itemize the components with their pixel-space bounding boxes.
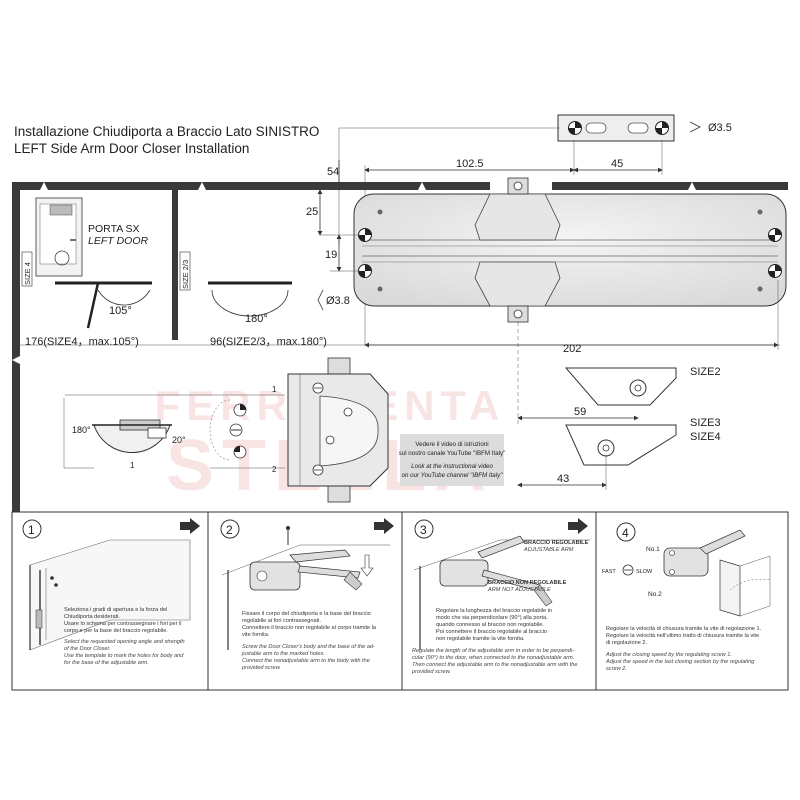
- angle-180: 180°: [245, 313, 268, 325]
- step-2-en-4: provided screw.: [241, 665, 281, 671]
- dim-19: 19: [325, 249, 337, 261]
- caption-size23: 96(SIZE2/3，max.180°): [210, 336, 327, 348]
- closer-end-view: [287, 357, 389, 503]
- step-2-en-3: Connect the nonadjustable arm to the bod…: [242, 658, 370, 664]
- step-3-en-4: provided screw.: [411, 669, 451, 675]
- step-4-it-3: di regolazione 2.: [606, 640, 647, 646]
- step-1-en-2: of the Door Closer.: [64, 646, 111, 652]
- step-3-adj-en: ADJUSTABLE ARM: [523, 547, 574, 553]
- title-italian: Installazione Chiudiporta a Braccio Lato…: [14, 124, 319, 139]
- step-1-en-1: Select the requested opening angle and s…: [64, 639, 185, 645]
- dim-43: 43: [557, 473, 569, 485]
- step-3-adj-it: BRACCIO REGOLABILE: [524, 540, 589, 546]
- step-4-it-1: Regolare la velocità di chiusura tramite…: [606, 626, 762, 632]
- door-label-it: PORTA SX: [88, 223, 140, 235]
- dim-202: 202: [563, 343, 581, 355]
- reg-angle-20: 20°: [172, 435, 186, 445]
- reg-mark-1: 1: [130, 461, 135, 470]
- top-template-strip: Ø3.5 45: [339, 114, 732, 175]
- step-3-number: 3: [420, 523, 427, 537]
- step-1-it-2: Chiudiporta desiderati.: [64, 614, 120, 620]
- step-3-it-1: Regolare la lunghezza del braccio regola…: [436, 608, 552, 614]
- dim-25: 25: [306, 206, 318, 218]
- bracket-size3-label: SIZE3: [690, 417, 721, 429]
- dim-59: 59: [574, 406, 586, 418]
- step-1-en-3: Use the template to mark the holes for b…: [64, 653, 184, 659]
- wall-frame: [12, 182, 788, 512]
- step-1-number: 1: [28, 523, 35, 537]
- step-3-nonadj-it: BRACCIO NON REGOLABILE: [488, 580, 567, 586]
- title-english: LEFT Side Arm Door Closer Installation: [14, 141, 249, 156]
- step-4-en-2: Adjust the speed in the last closing sec…: [605, 659, 755, 665]
- dim-45: 45: [611, 158, 623, 170]
- video-note-line1: Vedere il video di istruzioni: [415, 441, 488, 448]
- step-4: 4 No.1 No.2 FAST SLOW Regolare la veloci…: [602, 522, 771, 672]
- step-4-en-1: Adjust the closing speed by the regulati…: [605, 652, 732, 658]
- bracket-size2-label: SIZE2: [690, 366, 721, 378]
- video-note-line3: Look at the instructional video: [411, 463, 493, 470]
- hole-diameter-side: Ø3.8: [326, 295, 350, 307]
- step-3-en-1: Regulate the length of the adjustable ar…: [412, 648, 574, 654]
- left-door-figure: PORTA SX LEFT DOOR: [35, 197, 149, 277]
- step-3-it-2: modo che sia perpendicolare (90°) alla p…: [436, 615, 548, 621]
- size23-tag-text: SIZE 2/3: [181, 260, 190, 289]
- size4-tag-text: SIZE 4: [23, 262, 32, 285]
- step-2-en-1: Screw the Door Closer's body and the bas…: [242, 644, 375, 650]
- step-1-it-4: corpo e per la base del braccio regolabi…: [64, 628, 168, 634]
- step-4-it-2: Regolare la velocità nell'ultimo tratto …: [606, 633, 759, 639]
- step-3-nonadj-en: ARM NOT ADJUSTABLE: [487, 587, 551, 593]
- bracket-size4-label: SIZE4: [690, 431, 721, 443]
- closer-body-template: [353, 177, 787, 323]
- step-2-it-3: Connettere il braccio non regolabile al …: [242, 625, 377, 631]
- step-2: 2 Fissare il corpo del chiudiporta e la …: [220, 518, 394, 671]
- video-note-line2: sul nostro canale YouTube "IBFM Italy": [399, 450, 506, 457]
- reg-screw-2: 2: [272, 465, 277, 474]
- door-opening-180: 180° 96(SIZE2/3，max.180°): [208, 281, 327, 348]
- door-opening-105: 105° 176(SIZE4，max.105°): [25, 281, 152, 348]
- door-label-en: LEFT DOOR: [88, 235, 149, 247]
- step-1-it-1: Seleziona i gradi di apertura e la forza…: [64, 607, 167, 613]
- video-note-line4: on our YouTube channel "IBFM Italy": [402, 472, 504, 479]
- step-4-number: 4: [622, 526, 629, 540]
- step-1: 1 Seleziona i gradi di apertura e la for…: [22, 518, 200, 666]
- caption-size4: 176(SIZE4，max.105°): [25, 336, 139, 348]
- regulation-detail: 180° 20° 1 1 2: [63, 385, 285, 474]
- video-note: Vedere il video di istruzioni sul nostro…: [399, 434, 506, 486]
- step-2-en-2: justable arm to the marked holes.: [241, 651, 325, 657]
- step-3-it-5: non regolabile tramite la vite fornita.: [436, 636, 525, 642]
- step-3: 3 BRACCIO REGOLABILE ADJUSTABLE ARM BRAC…: [411, 518, 590, 675]
- step-3-it-3: quando connesso al braccio non regolabil…: [436, 622, 544, 628]
- step-3-it-4: Poi connettere il braccio regolabile al …: [436, 629, 547, 635]
- size23-tag: SIZE 2/3: [179, 251, 191, 291]
- step-4-en-3: screw 2.: [606, 666, 627, 672]
- step-3-en-3: Then connect the adjustable arm to the n…: [412, 662, 577, 668]
- step-2-number: 2: [226, 523, 233, 537]
- step-4-no1: No.1: [646, 546, 660, 553]
- step-1-it-3: Usare lo schema per contrassegnare i for…: [64, 621, 182, 627]
- step-2-it-4: vite fornita.: [242, 632, 270, 638]
- bracket-size2: SIZE2: [564, 366, 721, 406]
- step-4-slow: SLOW: [636, 569, 653, 575]
- bracket-size3-4: SIZE3 SIZE4: [565, 417, 721, 466]
- step-1-en-4: for the base of the adjustable arm.: [64, 660, 149, 666]
- step-4-fast: FAST: [602, 569, 616, 575]
- reg-screw-1: 1: [272, 385, 277, 394]
- step-4-no2: No.2: [648, 591, 662, 598]
- dim-54: 54: [327, 166, 339, 178]
- hole-diameter-top: Ø3.5: [708, 122, 732, 134]
- step-2-it-1: Fissare il corpo del chiudiporta e la ba…: [242, 611, 371, 617]
- step-3-en-2: cular (90°) to the door, when connected …: [412, 655, 574, 661]
- reg-angle-180: 180°: [72, 425, 91, 435]
- angle-105: 105°: [109, 305, 132, 317]
- dim-102-5: 102.5: [456, 158, 484, 170]
- size4-tag: SIZE 4: [21, 251, 33, 287]
- step-2-it-2: regolabile ai fori contrassegnati.: [242, 618, 321, 624]
